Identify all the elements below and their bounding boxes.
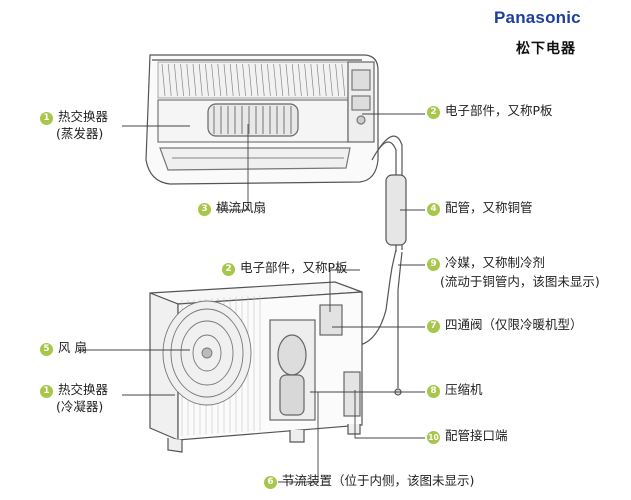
fin-line [248,63,253,97]
callout-compressor-label: 压缩机 [445,382,483,397]
fin-line [229,63,234,97]
panasonic-logo: Panasonic [494,8,581,27]
callout-badge-9: 9 [427,258,440,271]
outdoor-unit [149,281,363,453]
fin-line [223,63,228,97]
fin-line [329,63,333,97]
callout-refrigerant-sub: (流动于铜管内，该图未显示) [440,274,600,289]
fin-line [322,63,327,97]
outdoor-fan [162,300,252,406]
callout-badge-1b: 1 [40,385,53,398]
callout-refrigerant-label: 冷媒，又称制冷剂 [445,255,546,270]
fin-line [316,63,321,97]
fin-line [167,63,172,97]
callout-badge-5: 5 [40,343,53,356]
callout-condenser-sub: (冷凝器) [56,399,104,414]
callout-badge-10: 10 [427,431,440,444]
callout-cross-flow-fan-label: 横流风扇 [216,200,267,215]
callout-badge-7: 7 [427,320,440,333]
panasonic-logo-cn: 松下电器 [516,41,576,57]
fin-line [298,63,302,97]
callout-badge-3: 3 [198,203,211,216]
callout-outdoor-fan-label: 风 扇 [58,340,87,355]
fin-line [198,63,203,97]
fin-line [205,63,209,97]
callout-evaporator-label: 热交换器 [58,109,109,124]
indoor-electronics [347,61,375,143]
fin-line [161,63,166,97]
fin-line [304,63,308,97]
callout-outdoor-electronics-label: 电子部件，又称P板 [240,260,348,275]
callout-badge-6: 6 [264,476,277,489]
compressor-compartment [269,304,361,421]
fin-line [180,63,184,97]
callout-piping-label: 配管，又称铜管 [445,200,533,215]
callout-evaporator-sub: (蒸发器) [56,126,104,141]
callout-four-way-valve-label: 四通阀（仅限冷暖机型） [445,317,583,332]
fin-line [260,63,265,97]
callout-throttling-device-label: 节流装置（位于内侧，该图未显示) [282,473,475,488]
indoor-unit [145,54,379,185]
callout-badge-4: 4 [427,203,440,216]
leader-6 [278,392,319,483]
fin-line [217,63,222,97]
fin-line [186,63,191,97]
leader-3 [216,124,249,211]
fin-line [341,63,346,97]
fin-line [310,63,315,97]
cross-flow-fan [207,103,299,137]
callout-indoor-electronics-label: 电子部件，又称P板 [445,103,553,118]
callout-condenser-label: 热交换器 [58,382,109,397]
fin-line [267,63,271,97]
fin-line [192,63,197,97]
leader-lines [78,113,425,483]
fin-line [211,63,215,97]
pipe-bundle [340,135,407,396]
fin-line [254,63,259,97]
leader-10 [354,390,425,439]
indoor-heat-exchanger [157,61,349,99]
fin-line [335,63,339,97]
fin-line [285,63,290,97]
callout-badge-8: 8 [427,385,440,398]
callout-badge-2a: 2 [427,106,440,119]
callout-badge-1a: 1 [40,112,53,125]
fin-line [279,63,284,97]
callout-pipe-connection-label: 配管接口端 [445,428,508,443]
fin-line [273,63,277,97]
fin-line [174,63,178,97]
fin-line [236,63,240,97]
callout-badge-2b: 2 [222,263,235,276]
leader-2b [329,269,360,312]
fin-line [242,63,246,97]
fin-line [291,63,296,97]
